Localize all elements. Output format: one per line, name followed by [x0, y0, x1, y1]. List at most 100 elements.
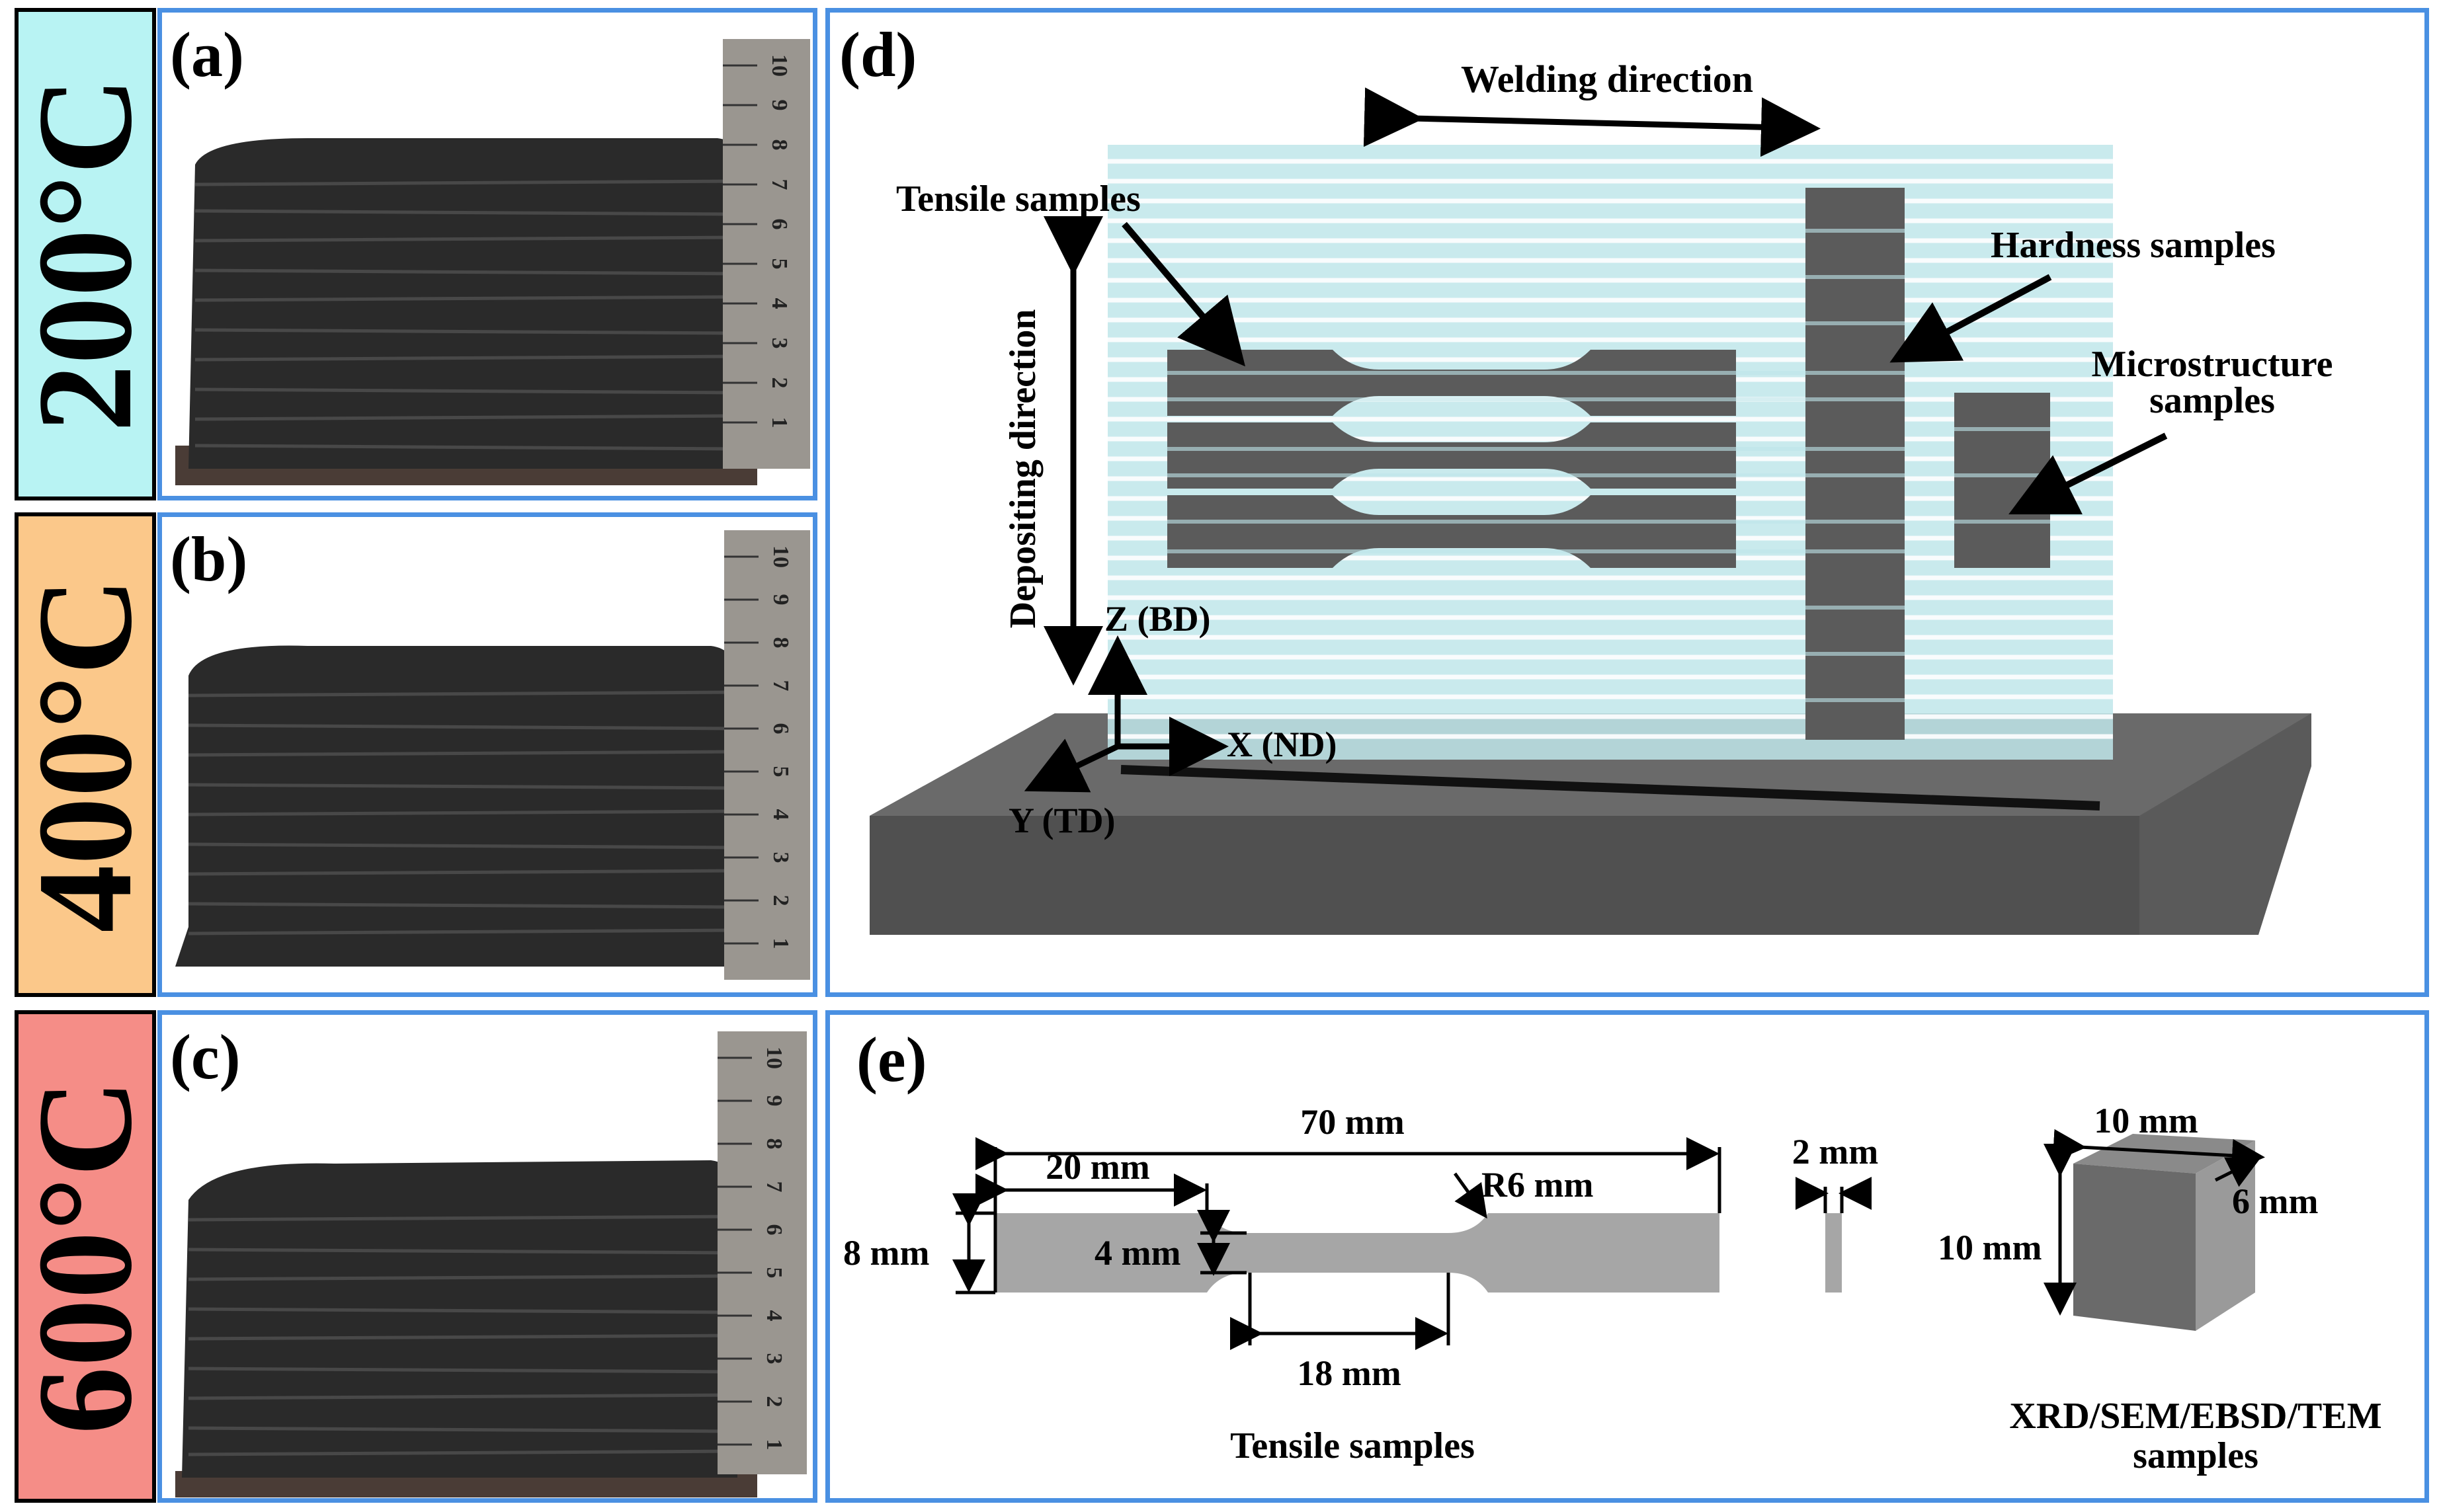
ruler-number: 8 [767, 139, 792, 151]
panel-d-label: (d) [839, 19, 917, 90]
temp-label-600: 600°C [10, 1010, 160, 1503]
cube-6-label: 6 mm [2232, 1181, 2318, 1221]
deposit-layers-b [188, 690, 735, 935]
tensile-caption: Tensile samples [1230, 1425, 1475, 1466]
ruler-number: 4 [767, 298, 792, 309]
panel-d: (d) [825, 8, 2429, 997]
wall-base-groove [1120, 765, 2100, 811]
dim-8-label: 8 mm [843, 1233, 929, 1273]
hardness-samples-label: Hardness samples [1991, 225, 2276, 266]
ruler-ticks-a [723, 64, 757, 424]
ruler-number: 5 [768, 766, 793, 777]
ruler-number: 1 [762, 1439, 786, 1451]
ruler-number: 1 [767, 417, 792, 428]
tensile-sample-2 [1167, 422, 1736, 489]
base-plate-front [870, 816, 2139, 935]
ruler-number: 7 [767, 179, 792, 190]
dim-2-label: 2 mm [1792, 1132, 1878, 1172]
panel-b: (b) 1 2 3 4 5 6 7 8 9 10 [157, 512, 817, 997]
deposit-layers-a [194, 179, 738, 451]
dim-r6-arrow [1453, 1172, 1487, 1219]
deposit-body-a [188, 138, 744, 469]
ruler-number: 3 [767, 338, 792, 349]
tensile-samples-label: Tensile samples [896, 179, 1141, 219]
cube-10-top-arrow [2052, 1129, 2265, 1172]
xrd-caption-1: XRD/SEM/EBSD/TEM [2009, 1396, 2381, 1437]
ruler-number: 2 [768, 895, 793, 906]
dim-4-label: 4 mm [1095, 1233, 1180, 1273]
dim-r6-label: R6 mm [1481, 1165, 1593, 1205]
thickness-view [1825, 1213, 1842, 1293]
ruler-c [718, 1031, 807, 1474]
cube-6-arrow [2214, 1157, 2261, 1187]
specimen-schematic: 70 mm 20 mm R6 mm 8 mm 4 mm 18 mm Tensil… [843, 1101, 2382, 1476]
ruler-number: 2 [762, 1396, 786, 1408]
dim-18-label: 18 mm [1297, 1353, 1401, 1393]
axis-y-label: Y (TD) [1009, 801, 1115, 840]
ruler-number: 4 [762, 1310, 786, 1322]
ruler-a [723, 39, 810, 469]
welding-direction-arrow [1363, 87, 1821, 157]
microstructure-sample-shape [1954, 393, 2050, 568]
tensile-specimen [995, 1213, 1719, 1293]
ruler-number: 3 [768, 852, 793, 863]
temp-text-400: 400°C [10, 577, 160, 933]
panel-a-label: (a) [170, 19, 244, 90]
welding-direction-label: Welding direction [1461, 58, 1753, 100]
deposit-photo-a: 1 2 3 4 5 6 7 8 9 10 [175, 39, 810, 485]
ruler-number: 7 [768, 680, 793, 692]
ruler-number: 6 [767, 219, 792, 230]
ruler-number: 8 [762, 1138, 786, 1150]
dimension-arrows [952, 1129, 2265, 1350]
ruler-ticks-b [724, 555, 759, 945]
microstructure-samples-label-1: Microstructure [2092, 344, 2333, 385]
deposit-photo-b: 1 2 3 4 5 6 7 8 9 10 [175, 530, 810, 980]
ruler-number: 3 [762, 1353, 786, 1365]
panel-c-label: (c) [170, 1021, 241, 1092]
ruler-number: 6 [762, 1224, 786, 1236]
dim-70-label: 70 mm [1300, 1102, 1404, 1142]
ruler-number: 9 [767, 100, 792, 111]
microstructure-samples-label-2: samples [2149, 380, 2275, 421]
ruler-number: 8 [768, 637, 793, 649]
y-axis-arrow [1024, 738, 1119, 793]
panel-a: (a) 1 2 3 4 5 6 7 8 9 10 [157, 8, 817, 500]
wall-schematic: Welding direction Tensile samples Hardne… [870, 58, 2333, 935]
ruler-b [724, 530, 810, 980]
tensile-sample-shapes [1167, 350, 1736, 568]
ruler-number: 9 [768, 594, 793, 606]
hardness-sample-shape [1805, 188, 1905, 740]
ruler-number: 1 [768, 938, 793, 949]
ruler-number: 4 [768, 809, 793, 820]
cube-10-side-label: 10 mm [1938, 1228, 2042, 1267]
ruler-ticks-c [718, 1056, 752, 1446]
axis-z-label: Z (BD) [1104, 599, 1211, 639]
ruler-number: 10 [768, 545, 793, 568]
panel-e: (e) [825, 1010, 2429, 1503]
ruler-number: 10 [767, 54, 792, 77]
cube-side [2196, 1140, 2255, 1331]
dim-20-label: 20 mm [1046, 1147, 1149, 1187]
depositing-direction-label: Depositing direction [1003, 309, 1044, 629]
temp-text-200: 200°C [10, 76, 160, 432]
tensile-pointer-arrow [1122, 221, 1245, 367]
cube-10-top-label: 10 mm [2094, 1101, 2198, 1140]
cube-front [2073, 1164, 2196, 1331]
sample-layer-lines [1167, 229, 2050, 702]
ruler-number: 5 [767, 259, 792, 270]
ruler-number: 10 [762, 1047, 786, 1069]
panel-e-label: (e) [856, 1024, 927, 1095]
ruler-number: 7 [762, 1181, 786, 1193]
temp-label-200: 200°C [10, 8, 160, 500]
ruler-number: 6 [768, 723, 793, 735]
ruler-number: 2 [767, 378, 792, 389]
hardness-pointer-arrow [1889, 274, 2052, 363]
deposit-layers-c [188, 1214, 735, 1456]
temp-text-600: 600°C [10, 1078, 160, 1435]
xrd-caption-2: samples [2133, 1435, 2258, 1476]
ruler-number: 9 [762, 1095, 786, 1107]
temp-label-400: 400°C [10, 512, 160, 997]
panel-b-label: (b) [170, 524, 248, 594]
